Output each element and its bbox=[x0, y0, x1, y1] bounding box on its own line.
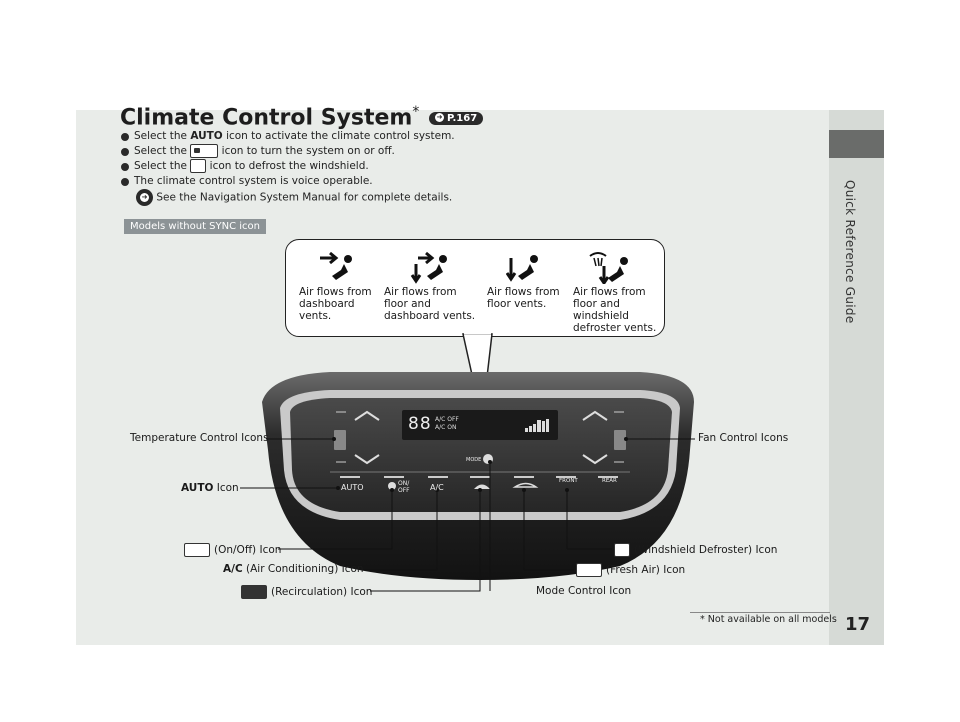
mode-label-floor: Air flows from floor vents. bbox=[487, 286, 560, 310]
floor-defrost-vent-icon bbox=[589, 252, 628, 284]
list-item: Select the AUTO icon to activate the cli… bbox=[120, 129, 455, 144]
fresh-air-callout: (Fresh Air) Icon bbox=[576, 563, 685, 577]
sidebar-label: Quick Reference Guide bbox=[843, 180, 857, 324]
temperature-readout: 88 bbox=[408, 414, 432, 434]
footnote: * Not available on all models bbox=[700, 614, 837, 625]
auto-button[interactable]: AUTO bbox=[341, 483, 364, 492]
on-off-icon bbox=[184, 543, 210, 557]
reference-arrow-icon: ➜ bbox=[136, 189, 153, 206]
ac-button[interactable]: A/C bbox=[430, 483, 444, 492]
dashboard-vent-icon bbox=[320, 251, 352, 280]
floor-vent-icon bbox=[506, 255, 538, 282]
sidebar bbox=[829, 110, 884, 645]
windshield-defroster-callout: (Windshield Defroster) Icon bbox=[614, 543, 777, 557]
on-off-icon bbox=[190, 144, 219, 158]
list-subitem: ➜ See the Navigation System Manual for c… bbox=[120, 189, 455, 206]
fresh-air-icon bbox=[576, 563, 602, 577]
title-text: Climate Control System bbox=[120, 105, 413, 131]
on-off-button[interactable]: ON/ bbox=[398, 480, 410, 487]
ac-callout: A/C (Air Conditioning) Icon bbox=[223, 563, 364, 575]
footnote-divider bbox=[690, 612, 830, 613]
mode-label-floor-dashboard: Air flows from floor and dashboard vents… bbox=[384, 286, 476, 322]
sidebar-cap bbox=[829, 130, 884, 158]
ac-off-indicator: A/C OFF bbox=[435, 416, 459, 423]
front-defrost-icon bbox=[614, 543, 630, 557]
rear-defrost-button[interactable]: REAR bbox=[602, 478, 617, 484]
mode-label-floor-defrost: Air flows from floor and windshield defr… bbox=[573, 286, 657, 334]
mode-label-dashboard: Air flows from dashboard vents. bbox=[299, 286, 372, 322]
front-defrost-button[interactable]: FRONT bbox=[559, 478, 578, 484]
recirculation-icon bbox=[241, 585, 267, 599]
fan-control-callout: Fan Control Icons bbox=[698, 432, 789, 444]
mode-control-callout: Mode Control Icon bbox=[536, 585, 632, 597]
temperature-control-callout: Temperature Control Icons bbox=[130, 432, 269, 444]
recirculation-callout: (Recirculation) Icon bbox=[241, 585, 372, 599]
floor-dashboard-vent-icon bbox=[410, 251, 447, 284]
page-number: 17 bbox=[845, 614, 871, 635]
page-title: Climate Control System* ➜P.167 bbox=[120, 104, 484, 131]
list-item: Select the icon to turn the system on or… bbox=[120, 144, 455, 159]
instruction-list: Select the AUTO icon to activate the cli… bbox=[120, 129, 455, 206]
list-item: Select the icon to defrost the windshiel… bbox=[120, 159, 455, 174]
title-footnote-mark: * bbox=[412, 104, 420, 120]
list-item: The climate control system is voice oper… bbox=[120, 174, 455, 189]
page-reference-link[interactable]: ➜P.167 bbox=[429, 111, 484, 125]
on-off-callout: (On/Off) Icon bbox=[184, 543, 281, 557]
ac-on-indicator: A/C ON bbox=[435, 424, 457, 431]
arrow-icon: ➜ bbox=[435, 113, 445, 123]
mode-button[interactable]: MODE bbox=[466, 457, 482, 463]
front-defrost-icon bbox=[190, 159, 207, 173]
models-tag: Models without SYNC icon bbox=[124, 219, 267, 234]
auto-icon-callout: AUTO Icon bbox=[181, 482, 239, 494]
on-off-button-off: OFF bbox=[398, 487, 410, 494]
